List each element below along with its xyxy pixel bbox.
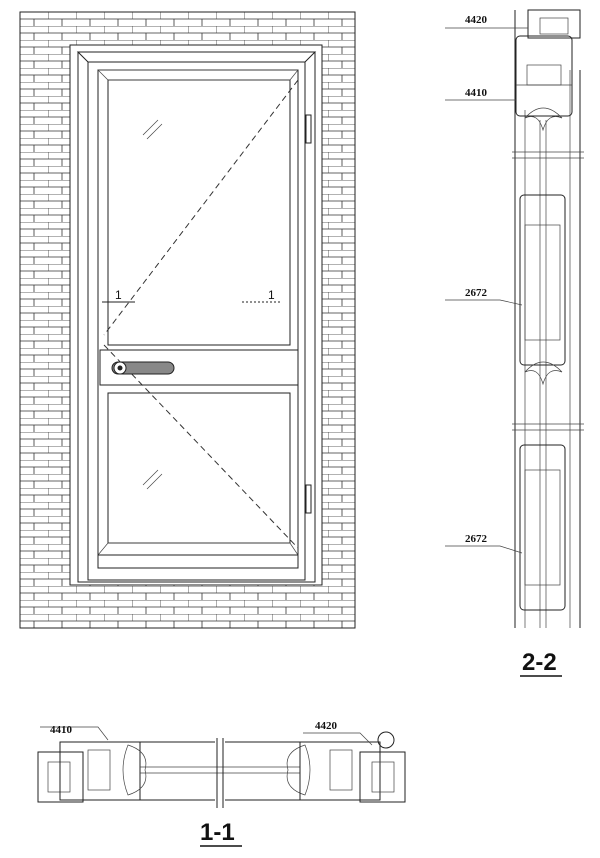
label-2672: 2672 [465,533,488,545]
label-4410: 4410 [465,87,488,99]
profile-4410 [59,741,141,801]
profile-4420 [299,741,381,801]
label-4410: 4410 [50,724,73,736]
section-1-1: 4410 4420 1-1 [37,720,406,847]
outer-frame [77,51,316,583]
section-title-1-1: 1-1 [200,819,235,846]
middle-rail [99,349,299,386]
door-elevation: 1 1 [19,11,356,629]
section-mark-right: 1 [268,288,275,302]
label-2672: 2672 [465,287,488,299]
profile-4420 [527,9,581,39]
hinge [305,114,312,144]
panel-2672 [519,194,566,366]
hinge [305,484,312,514]
label-4420: 4420 [465,14,488,26]
panel-2672 [519,444,566,611]
door-handle[interactable] [111,361,175,375]
profile-4410 [515,35,573,117]
section-title-2-2: 2-2 [522,649,557,676]
section-mark-left: 1 [115,288,122,302]
label-4420: 4420 [315,720,338,732]
section-2-2: 4420 4410 2672 2672 2-2 [445,9,584,677]
